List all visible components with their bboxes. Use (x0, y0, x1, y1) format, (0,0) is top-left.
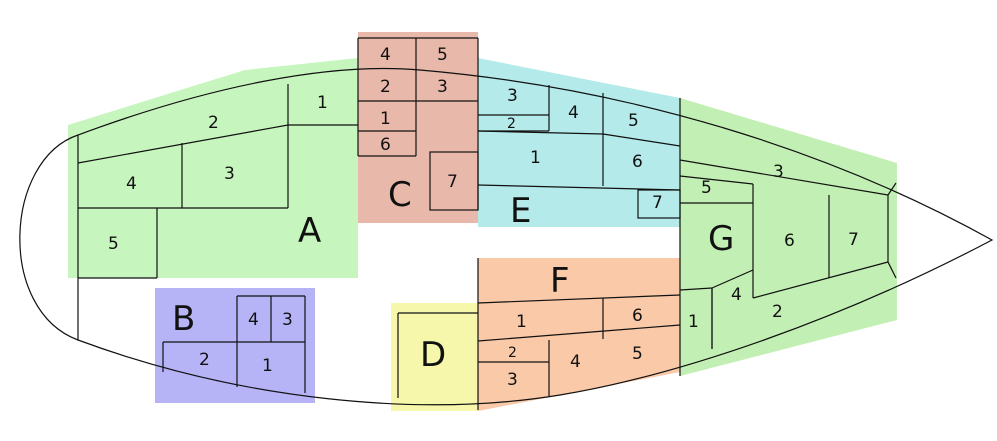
compartment-label: 5 (108, 234, 119, 254)
compartment-label: 1 (317, 93, 328, 113)
compartment-label: 3 (507, 86, 518, 106)
zone-label-c: C (388, 175, 412, 215)
compartment-label: 5 (437, 45, 448, 65)
compartment-label: 3 (282, 310, 293, 330)
compartment-label: 6 (784, 231, 795, 251)
compartment-label: 6 (632, 306, 643, 326)
zone-e-lines (477, 85, 681, 219)
zone-d-fill (391, 303, 478, 411)
compartment-label: 5 (632, 344, 643, 364)
compartment-label: 7 (848, 230, 859, 250)
compartment-label: 3 (773, 162, 784, 182)
zone-label-g: G (708, 219, 734, 259)
compartment-label: 4 (731, 285, 742, 305)
compartment-label: 2 (772, 302, 783, 322)
compartment-label: 4 (248, 310, 259, 330)
zone-label-b: B (172, 299, 195, 339)
zone-a-lines (77, 84, 358, 340)
compartment-label: 3 (224, 164, 235, 184)
zone-g-fill (680, 98, 897, 376)
compartment-label: 2 (199, 350, 210, 370)
compartment-label: 2 (380, 77, 391, 97)
compartment-label: 7 (447, 172, 458, 192)
compartment-label: 4 (380, 45, 391, 65)
zone-b-lines (162, 295, 306, 393)
compartment-label: 3 (507, 370, 518, 390)
zone-label-f: F (550, 261, 570, 301)
compartment-label: 4 (568, 103, 579, 123)
zone-label-e: E (510, 191, 531, 231)
compartment-label: 1 (516, 312, 527, 332)
compartment-label: 4 (570, 352, 581, 372)
zone-label-a: A (298, 211, 321, 251)
compartment-label: 5 (628, 111, 639, 131)
compartment-label: 5 (701, 178, 712, 198)
compartment-label: 1 (380, 109, 391, 129)
compartment-label: 1 (688, 312, 699, 332)
zone-f-fill (478, 258, 680, 411)
zone-f-lines (477, 294, 681, 396)
compartment-label: 6 (632, 152, 643, 172)
zone-c-fill (358, 32, 478, 223)
zone-c-lines (357, 37, 479, 211)
zone-g-lines (679, 98, 897, 376)
compartment-label: 2 (508, 345, 517, 361)
compartment-label: 4 (126, 174, 137, 194)
compartment-label: 1 (262, 356, 273, 376)
compartment-label: 1 (530, 148, 541, 168)
compartment-label: 7 (652, 193, 663, 213)
compartment-label: 2 (208, 113, 219, 133)
zone-d-lines (397, 258, 479, 410)
compartment-label: 2 (507, 116, 516, 132)
compartment-label: 6 (380, 135, 391, 155)
compartment-label: 3 (437, 77, 448, 97)
zone-label-d: D (420, 335, 446, 375)
zone-e-fill (478, 58, 680, 227)
